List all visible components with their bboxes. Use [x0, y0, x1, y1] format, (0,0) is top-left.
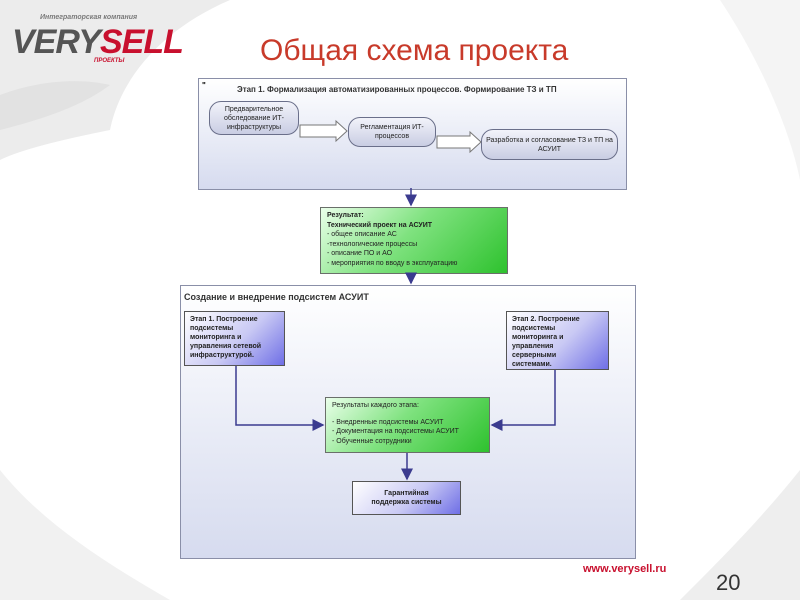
logo-subtitle: ПРОЕКТЫ — [94, 58, 125, 64]
stage-line: Этап 2. Построение — [512, 316, 580, 323]
stage-line: подсистемы — [190, 325, 234, 332]
stage-line: системами. — [512, 361, 552, 368]
result-item: - описание ПО и АО — [327, 250, 393, 257]
results-item: - Документация на подсистемы АСУИТ — [332, 428, 459, 435]
results-each-stage-box: Результаты каждого этапа: - Внедренные п… — [325, 397, 490, 453]
stage-line: управления — [512, 343, 554, 350]
result-box: Результат: Технический проект на АСУИТ -… — [320, 207, 508, 274]
stage1-step-spec: Разработка и согласование ТЗ и ТП на АСУ… — [481, 129, 618, 160]
results-item: - Внедренные подсистемы АСУИТ — [332, 418, 444, 426]
stage-line: Этап 1. Построение — [190, 316, 258, 323]
stage1-panel-title: Этап 1. Формализация автоматизированных … — [237, 85, 557, 94]
support-line: Гарантийная — [384, 490, 429, 497]
stage1-marker: " — [202, 81, 206, 90]
warranty-support-box: Гарантийная поддержка системы — [352, 481, 461, 515]
verysell-logo: Интеграторская компания VERYSELL ПРОЕКТЫ — [8, 10, 184, 70]
stage-line: мониторинга и — [190, 334, 242, 341]
stage-line: подсистемы — [512, 325, 556, 332]
result-item: - общее описание АС — [327, 231, 397, 238]
result-item: -технологические процессы — [327, 240, 418, 248]
footer-url[interactable]: www.verysell.ru — [583, 563, 667, 575]
support-line: поддержка системы — [371, 499, 442, 506]
stage-line: инфраструктурой. — [190, 352, 254, 359]
result-subheading: Технический проект на АСУИТ — [327, 221, 433, 229]
result-item: - мероприятия по вводу в эксплуатацию — [327, 259, 458, 267]
results-heading: Результаты каждого этапа: — [332, 402, 419, 409]
creation-panel-title: Создание и внедрение подсистем АСУИТ — [184, 292, 369, 302]
logo-very: VERY — [12, 23, 101, 61]
logo-tagline: Интеграторская компания — [40, 14, 138, 21]
page-title: Общая схема проекта — [260, 34, 569, 67]
results-item: - Обученные сотрудники — [332, 437, 412, 445]
creation-stage1-box: Этап 1. Построение подсистемы мониторинг… — [184, 311, 285, 366]
logo-wordmark: VERYSELL — [12, 23, 184, 61]
page-number: 20 — [716, 570, 741, 595]
logo-sell: SELL — [99, 23, 184, 61]
stage1-step-regulation: Регламентация ИТ-процессов — [348, 117, 436, 147]
stage-line: управления сетевой — [190, 343, 262, 350]
result-heading: Результат: — [327, 212, 364, 219]
stage1-step-survey: Предварительное обследование ИТ-инфрастр… — [209, 101, 299, 135]
stage-line: серверными — [512, 352, 557, 359]
creation-stage2-box: Этап 2. Построение подсистемы мониторинг… — [506, 311, 609, 370]
stage-line: мониторинга и — [512, 334, 564, 341]
